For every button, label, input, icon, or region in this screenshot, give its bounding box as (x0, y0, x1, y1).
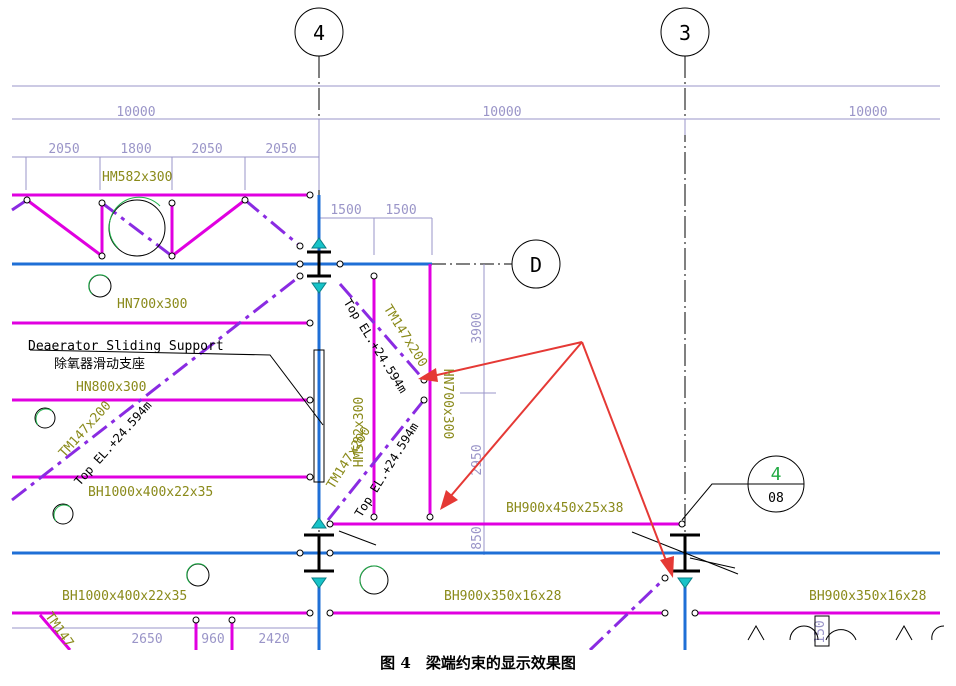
label-bh900x350-right: BH900x350x16x28 (809, 589, 926, 604)
dim-bottom-2: 960 (201, 632, 224, 647)
figure-caption: 图 4 梁端约束的显示效果图 (380, 654, 576, 672)
label-hn700x300-vertical: HN700x300 (440, 369, 455, 439)
dim-top-1: 10000 (116, 105, 155, 120)
grid-label-4: 4 (313, 21, 325, 45)
note-english: Deaerator Sliding Support (28, 339, 224, 354)
label-top-el-c: Top EL.+24.594m (72, 398, 155, 488)
grid-label-D: D (530, 253, 542, 277)
detail-sheet: 08 (768, 491, 784, 506)
label-bh900x450: BH900x450x25x38 (506, 501, 623, 516)
label-bh900x350-mid: BH900x350x16x28 (444, 589, 561, 604)
dim-sub-2: 1800 (120, 142, 151, 157)
label-tm147-d: TM147 (41, 610, 76, 650)
dim-vert-1: 3900 (470, 312, 485, 343)
label-hm582x300-vertical: HM582x300 (352, 397, 367, 467)
label-hn700x300: HN700x300 (117, 297, 187, 312)
grid-bubble-3: 3 (660, 7, 710, 57)
detail-number: 4 (771, 464, 782, 485)
dim-side-2: 1500 (385, 203, 416, 218)
dim-sub-4: 2050 (265, 142, 296, 157)
dim-top-3: 10000 (848, 105, 887, 120)
dim-vert-3: 850 (470, 526, 485, 549)
dim-side-1: 1500 (330, 203, 361, 218)
note-chinese: 除氧器滑动支座 (54, 357, 145, 372)
dim-bottom-4: 150 (813, 620, 828, 643)
label-bh1000-upper: BH1000x400x22x35 (88, 485, 213, 500)
dim-sub-3: 2050 (191, 142, 222, 157)
magenta-beams (12, 193, 940, 650)
grid-label-3: 3 (679, 21, 691, 45)
grid-bubble-4: 4 (294, 7, 344, 57)
column-section-symbols (304, 250, 700, 573)
label-bh1000-lower: BH1000x400x22x35 (62, 589, 187, 604)
dim-top-2: 10000 (482, 105, 521, 120)
dim-bottom-1: 2650 (131, 632, 162, 647)
dim-sub-1: 2050 (48, 142, 79, 157)
label-hn800x300: HN800x300 (76, 380, 146, 395)
grid-bubble-D: D (511, 239, 561, 289)
structural-plan-drawing: 4 3 D 10000 10000 10000 2050 1800 2050 2… (11, 7, 945, 650)
label-hm582x300-top: HM582x300 (102, 170, 172, 185)
detail-callout: 4 08 (681, 455, 805, 521)
dim-bottom-3: 2420 (258, 632, 289, 647)
